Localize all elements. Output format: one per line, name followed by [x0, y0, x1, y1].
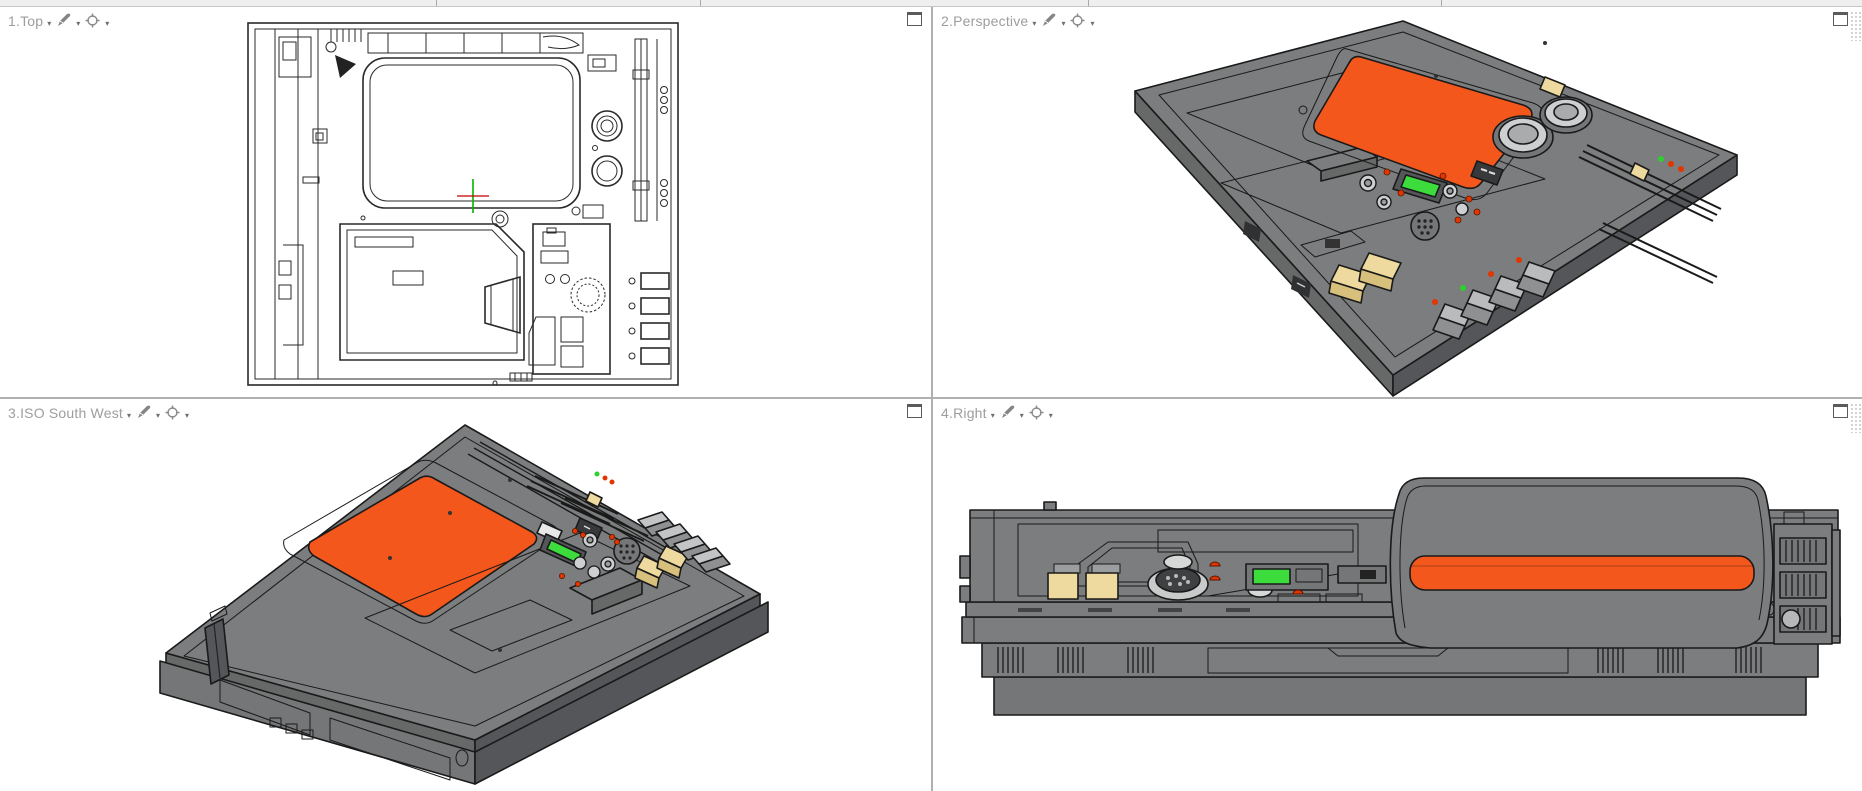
viewport-title[interactable]: 2.Perspective [941, 12, 1029, 29]
toolbar-strip-tick [436, 0, 437, 6]
panel-grip-dots[interactable] [1850, 403, 1862, 433]
pen-menu-caret-icon[interactable]: ▾ [1019, 410, 1024, 420]
maximize-viewport-icon[interactable] [907, 404, 922, 418]
pen-icon[interactable] [999, 404, 1016, 421]
viewport-right[interactable]: 4.Right ▾ ▾ ▾ [933, 399, 1862, 791]
model-top-wireframe[interactable] [247, 22, 679, 386]
viewport-menu-caret-icon[interactable]: ▾ [47, 18, 52, 28]
crosshair-menu-caret-icon[interactable]: ▾ [1090, 18, 1095, 28]
pen-icon[interactable] [1040, 12, 1057, 29]
viewport-title[interactable]: 1.Top [8, 12, 44, 29]
viewport-title[interactable]: 4.Right [941, 404, 987, 421]
pen-menu-caret-icon[interactable]: ▾ [1061, 18, 1066, 28]
viewport-4-canvas[interactable] [958, 468, 1853, 768]
viewport-menu-caret-icon[interactable]: ▾ [990, 410, 995, 420]
maximize-viewport-icon[interactable] [1833, 404, 1848, 418]
viewport-menu-caret-icon[interactable]: ▾ [127, 410, 132, 420]
crosshair-icon[interactable] [1069, 12, 1086, 29]
viewport-title[interactable]: 3.ISO South West [8, 404, 123, 421]
viewport-splitter-vertical[interactable] [931, 7, 933, 791]
maximize-viewport-icon[interactable] [907, 12, 922, 26]
green-display [1252, 568, 1291, 585]
crosshair-icon[interactable] [1028, 404, 1045, 421]
viewport-3-canvas[interactable] [150, 418, 800, 790]
green-display [1400, 174, 1441, 198]
pen-menu-caret-icon[interactable]: ▾ [76, 18, 81, 28]
model-perspective[interactable] [1134, 20, 1738, 397]
pen-icon[interactable] [135, 404, 152, 421]
crosshair-menu-caret-icon[interactable]: ▾ [105, 18, 110, 28]
crosshair-menu-caret-icon[interactable]: ▾ [185, 410, 190, 420]
screen-orange[interactable] [1409, 555, 1755, 591]
screen-orange[interactable] [307, 475, 538, 618]
model-iso[interactable] [159, 424, 769, 785]
model-right-elevation[interactable] [959, 477, 1841, 716]
viewport-splitter-horizontal[interactable] [0, 397, 1862, 399]
pen-icon[interactable] [55, 12, 72, 29]
crosshair-menu-caret-icon[interactable]: ▾ [1048, 410, 1053, 420]
toolbar-strip-tick [1441, 0, 1442, 6]
viewport-top[interactable]: 1.Top ▾ ▾ ▾ [0, 7, 931, 397]
viewport-iso-south-west[interactable]: 3.ISO South West ▾ ▾ ▾ [0, 399, 931, 791]
crosshair-icon[interactable] [84, 12, 101, 29]
panel-grip-dots[interactable] [1850, 11, 1862, 41]
viewport-perspective[interactable]: 2.Perspective ▾ ▾ ▾ [933, 7, 1862, 397]
toolbar-strip-tick [1088, 0, 1089, 6]
crosshair-icon[interactable] [164, 404, 181, 421]
viewport-2-canvas[interactable] [1125, 13, 1750, 397]
clipped-toolbar-strip [0, 0, 1862, 7]
pen-menu-caret-icon[interactable]: ▾ [156, 410, 161, 420]
viewport-menu-caret-icon[interactable]: ▾ [1032, 18, 1037, 28]
maximize-viewport-icon[interactable] [1833, 12, 1848, 26]
viewport-1-canvas[interactable] [243, 15, 688, 395]
toolbar-strip-tick [700, 0, 701, 6]
screen-orange[interactable] [1313, 55, 1533, 190]
